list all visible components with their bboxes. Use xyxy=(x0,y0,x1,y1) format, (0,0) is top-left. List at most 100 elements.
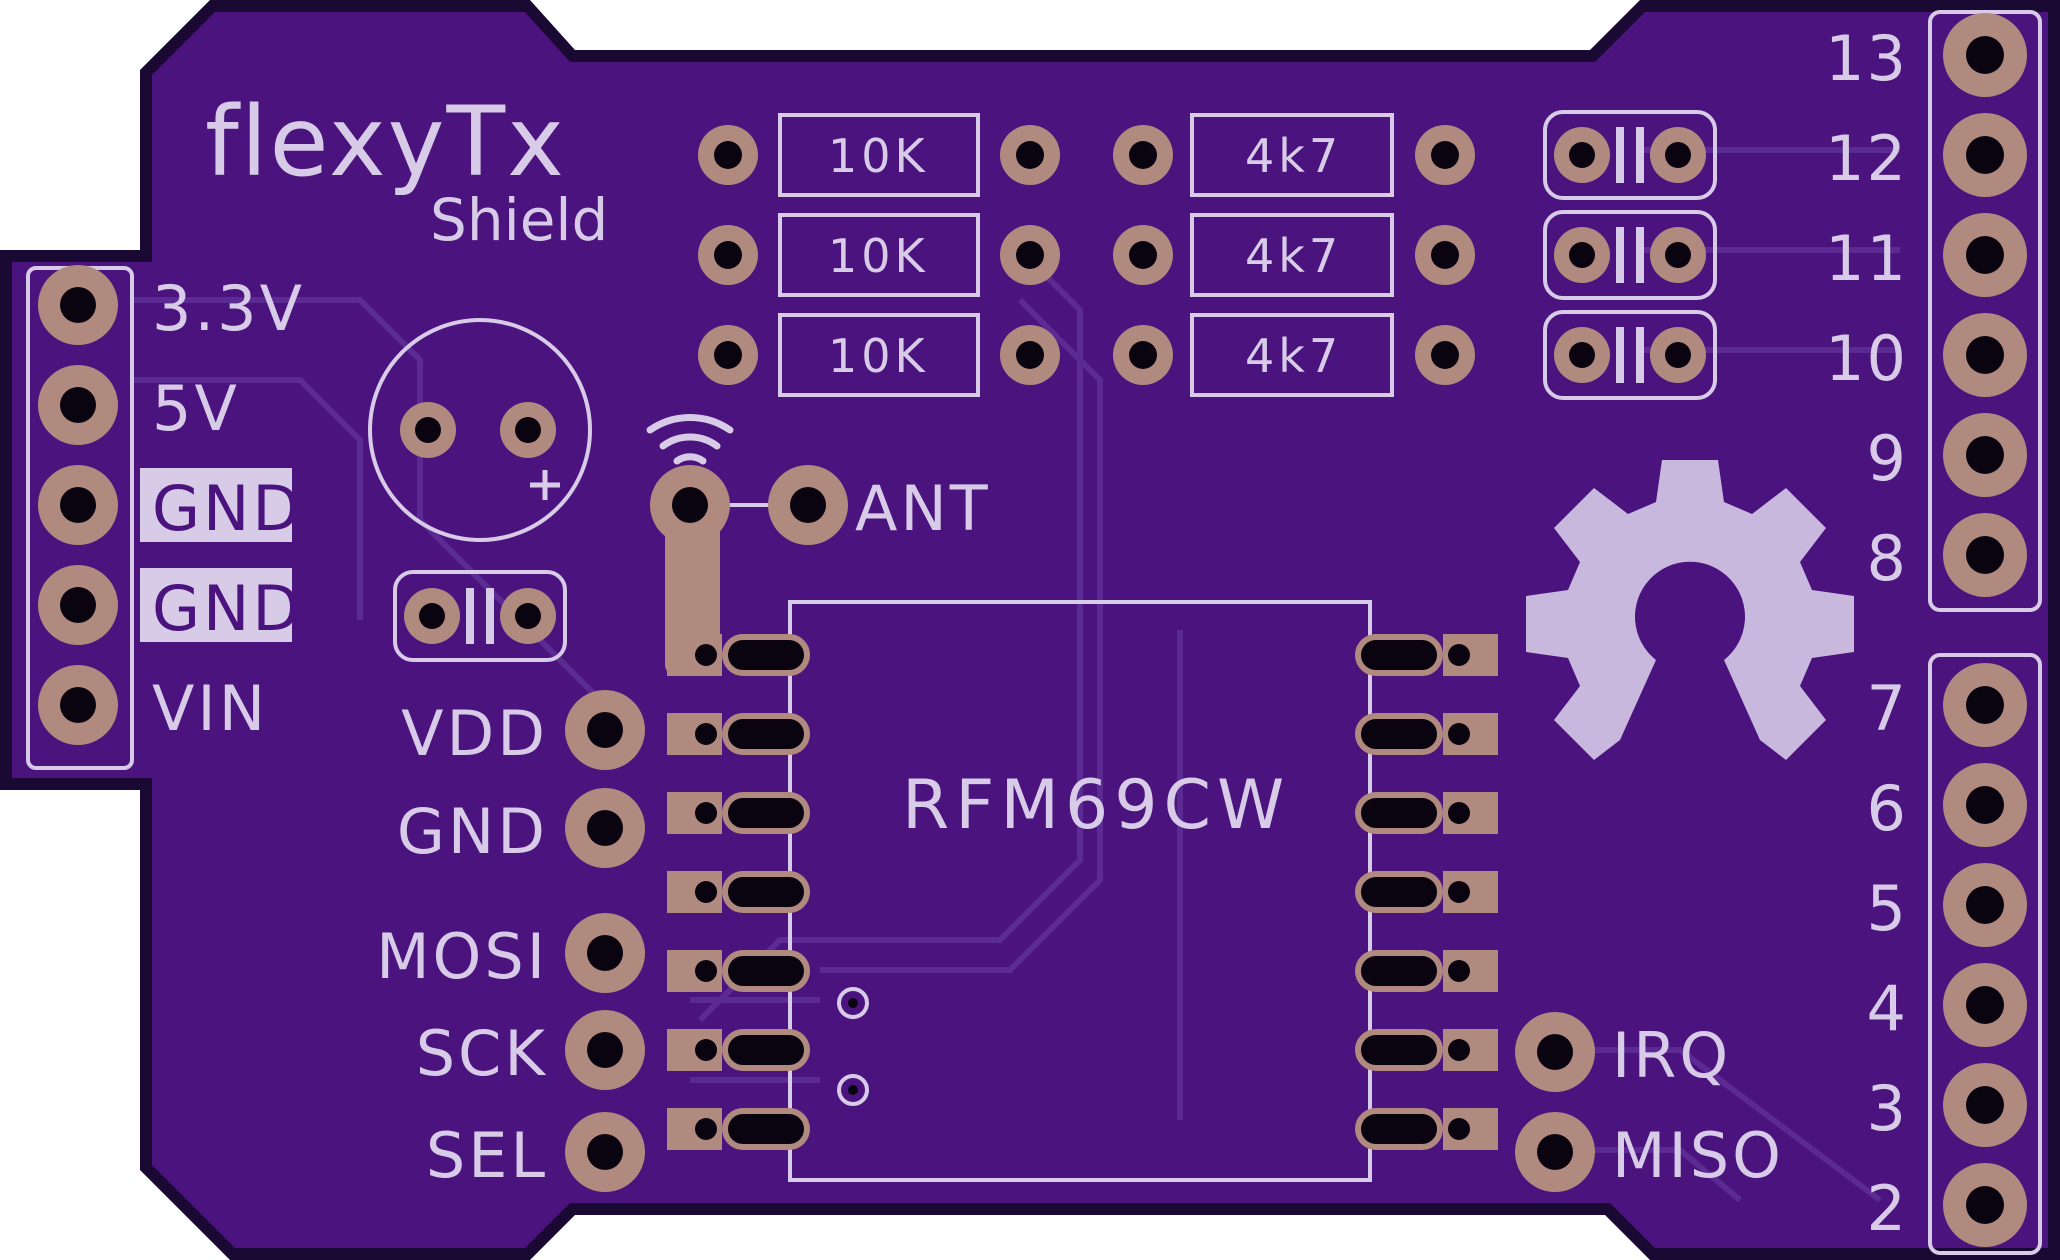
module-breakout-right: IRQ MISO xyxy=(1515,1012,1784,1192)
solder-jumper xyxy=(393,570,567,662)
module-pad xyxy=(667,1108,810,1150)
digital-label-3: 3 xyxy=(1867,1072,1908,1145)
digital-pin xyxy=(1943,313,2027,397)
solder-jumper xyxy=(1543,310,1717,400)
digital-label-9: 9 xyxy=(1867,422,1908,495)
solder-jumper xyxy=(1543,110,1717,200)
digital-label-4: 4 xyxy=(1867,972,1908,1045)
module-pad xyxy=(1355,1108,1498,1150)
rfm69cw-module: RFM69CW xyxy=(667,600,1498,1182)
module-pads-left xyxy=(667,634,810,1150)
via xyxy=(848,998,858,1008)
module-pads-right xyxy=(1355,634,1498,1150)
board-title: flexyTx xyxy=(205,86,566,198)
resistor-10k: 10K xyxy=(698,213,1060,297)
resistor-value: 10K xyxy=(828,129,929,183)
module-pad xyxy=(1355,1029,1498,1071)
resistor-4k7: 4k7 xyxy=(1113,313,1475,397)
solder-jumper xyxy=(1543,210,1717,300)
open-hardware-gear-icon xyxy=(1526,460,1854,760)
resistor-10k: 10K xyxy=(698,313,1060,397)
via xyxy=(837,1074,869,1106)
breakout-pin-sck xyxy=(565,1010,645,1090)
module-breakout-left: VDD GND MOSI SCK SEL xyxy=(376,690,645,1192)
breakout-pin-irq xyxy=(1515,1012,1595,1092)
digital-label-10: 10 xyxy=(1825,322,1908,395)
power-pin xyxy=(38,465,118,545)
via xyxy=(837,987,869,1019)
resistor-4k7: 4k7 xyxy=(1113,113,1475,197)
breakout-pin-mosi xyxy=(565,913,645,993)
breakout-pin-sel xyxy=(565,1112,645,1192)
breakout-pin-miso xyxy=(1515,1112,1595,1192)
module-pad xyxy=(1355,950,1498,992)
plus-icon xyxy=(530,470,560,500)
digital-pin xyxy=(1943,863,2027,947)
antenna-connector: ANT xyxy=(646,414,991,675)
digital-label-12: 12 xyxy=(1825,122,1908,195)
power-pin xyxy=(38,665,118,745)
digital-pin xyxy=(1943,1063,2027,1147)
module-pad xyxy=(667,713,810,755)
module-pad xyxy=(1355,792,1498,834)
power-label-5v: 5V xyxy=(152,372,240,445)
pin-label-irq: IRQ xyxy=(1612,1019,1731,1092)
board-subtitle: Shield xyxy=(430,186,608,254)
digital-label-5: 5 xyxy=(1867,872,1908,945)
power-label-gnd: GND xyxy=(152,572,303,645)
resistor-value: 4k7 xyxy=(1245,129,1342,183)
pin-label-sck: SCK xyxy=(416,1017,548,1090)
resistor-value: 10K xyxy=(828,329,929,383)
digital-header-lower: 7 6 5 4 3 2 xyxy=(1867,653,2042,1255)
breakout-pin-vdd xyxy=(565,690,645,770)
digital-label-6: 6 xyxy=(1867,772,1908,845)
module-pad xyxy=(667,792,810,834)
digital-header-outline xyxy=(1928,10,2042,612)
breakout-pin-gnd xyxy=(565,788,645,868)
digital-pin xyxy=(1943,13,2027,97)
module-pad xyxy=(1355,871,1498,913)
module-pad xyxy=(667,871,810,913)
module-pad xyxy=(667,950,810,992)
digital-pin xyxy=(1943,113,2027,197)
digital-pin xyxy=(1943,413,2027,497)
module-pad xyxy=(1355,713,1498,755)
digital-header-outline xyxy=(1928,653,2042,1255)
module-pad xyxy=(667,1029,810,1071)
pin-label-sel: SEL xyxy=(426,1119,548,1192)
module-pad xyxy=(1355,634,1498,676)
gnd-label-highlight xyxy=(140,468,292,542)
digital-pin xyxy=(1943,763,2027,847)
board-solder-mask xyxy=(12,12,2048,1248)
pin-label-miso: MISO xyxy=(1612,1119,1784,1192)
resistor-value: 4k7 xyxy=(1245,229,1342,283)
pin-label-vdd: VDD xyxy=(401,697,548,770)
via xyxy=(848,1085,858,1095)
digital-pin xyxy=(1943,663,2027,747)
resistor-value: 10K xyxy=(828,229,929,283)
power-pin xyxy=(38,365,118,445)
digital-label-13: 13 xyxy=(1825,22,1908,95)
resistor-value: 4k7 xyxy=(1245,329,1342,383)
gnd-label-highlight xyxy=(140,568,292,642)
power-label-3v3: 3.3V xyxy=(152,272,305,345)
wifi-icon xyxy=(646,414,734,465)
resistor-4k7: 4k7 xyxy=(1113,213,1475,297)
module-pad xyxy=(667,634,810,676)
digital-label-8: 8 xyxy=(1867,522,1908,595)
power-header: 3.3V 5V GND GND VIN xyxy=(26,265,305,770)
power-label-vin: VIN xyxy=(152,672,268,745)
digital-label-7: 7 xyxy=(1867,672,1908,745)
antenna-label: ANT xyxy=(855,472,991,545)
digital-pin xyxy=(1943,1163,2027,1247)
power-pin xyxy=(38,565,118,645)
digital-header-upper: 13 12 11 10 9 8 xyxy=(1825,10,2042,612)
digital-label-11: 11 xyxy=(1825,222,1908,295)
pin-label-mosi: MOSI xyxy=(376,920,548,993)
power-label-gnd: GND xyxy=(152,472,303,545)
digital-pin xyxy=(1943,963,2027,1047)
digital-pin xyxy=(1943,213,2027,297)
antenna-trace xyxy=(665,505,720,675)
resistor-10k: 10K xyxy=(698,113,1060,197)
